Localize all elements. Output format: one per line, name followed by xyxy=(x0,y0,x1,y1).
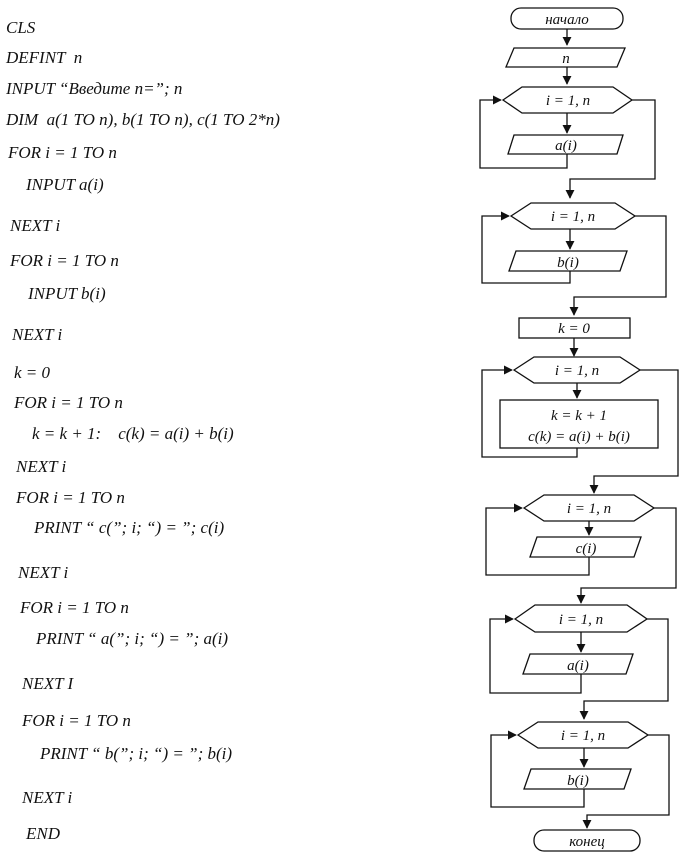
code-line: PRINT “ b(”; i; “) = ”; b(i) xyxy=(40,744,233,763)
basic-program-listing: CLS DEFINT n INPUT “Введите n=”; n DIM a… xyxy=(6,18,280,843)
code-line: CLS xyxy=(6,18,36,37)
io2-label: b(i) xyxy=(557,255,579,271)
code-line: NEXT i xyxy=(22,788,73,807)
end-terminal xyxy=(533,829,641,852)
io5-label: a(i) xyxy=(567,658,589,674)
code-line: FOR i = 1 TO n xyxy=(22,711,131,730)
loop3-label: i = 1, n xyxy=(555,363,599,379)
io6-label: b(i) xyxy=(567,773,589,789)
code-line: NEXT i xyxy=(10,216,61,235)
code-line: PRINT “ c(”; i; “) = ”; c(i) xyxy=(34,518,225,537)
code-line: DEFINT n xyxy=(6,48,83,67)
end-label: конец xyxy=(569,834,605,850)
io6-parallelogram xyxy=(523,768,632,790)
code-line: k = 0 xyxy=(14,363,51,382)
io2-parallelogram xyxy=(508,250,628,272)
loop1-label: i = 1, n xyxy=(546,93,590,109)
io4-label: c(i) xyxy=(576,541,597,557)
io1-parallelogram xyxy=(507,134,624,155)
io5-parallelogram xyxy=(522,653,634,675)
loop4-label: i = 1, n xyxy=(567,501,611,517)
input-n-parallelogram xyxy=(505,47,626,68)
code-line: NEXT i xyxy=(18,563,69,582)
code-line: FOR i = 1 TO n xyxy=(16,488,125,507)
code-line: NEXT i xyxy=(16,457,67,476)
code-line: INPUT “Введите n=”; n xyxy=(6,79,183,98)
code-line: INPUT b(i) xyxy=(28,284,106,303)
loop2-label: i = 1, n xyxy=(551,209,595,225)
loop5-label: i = 1, n xyxy=(559,612,603,628)
proc3-process xyxy=(499,399,659,449)
code-line: FOR i = 1 TO n xyxy=(20,598,129,617)
code-line: END xyxy=(26,824,60,843)
io4-parallelogram xyxy=(529,536,642,558)
code-line: DIM a(1 TO n), b(1 TO n), c(1 TO 2*n) xyxy=(6,110,280,129)
loop6-label: i = 1, n xyxy=(561,728,605,744)
input-n-label: n xyxy=(562,51,570,67)
code-line: FOR i = 1 TO n xyxy=(14,393,123,412)
code-line: PRINT “ a(”; i; “) = ”; a(i) xyxy=(36,629,229,648)
io1-label: a(i) xyxy=(555,138,577,154)
code-line: NEXT i xyxy=(12,325,63,344)
code-line: FOR i = 1 TO n xyxy=(8,143,117,162)
code-line: FOR i = 1 TO n xyxy=(10,251,119,270)
code-line: INPUT a(i) xyxy=(26,175,104,194)
init-k-label: k = 0 xyxy=(558,321,590,337)
proc3-label-line2: c(k) = a(i) + b(i) xyxy=(528,429,630,445)
proc3-label-line1: k = k + 1 xyxy=(551,408,607,424)
start-label: начало xyxy=(545,12,589,28)
code-line: k = k + 1: c(k) = a(i) + b(i) xyxy=(32,424,234,443)
code-line: NEXT I xyxy=(22,674,74,693)
